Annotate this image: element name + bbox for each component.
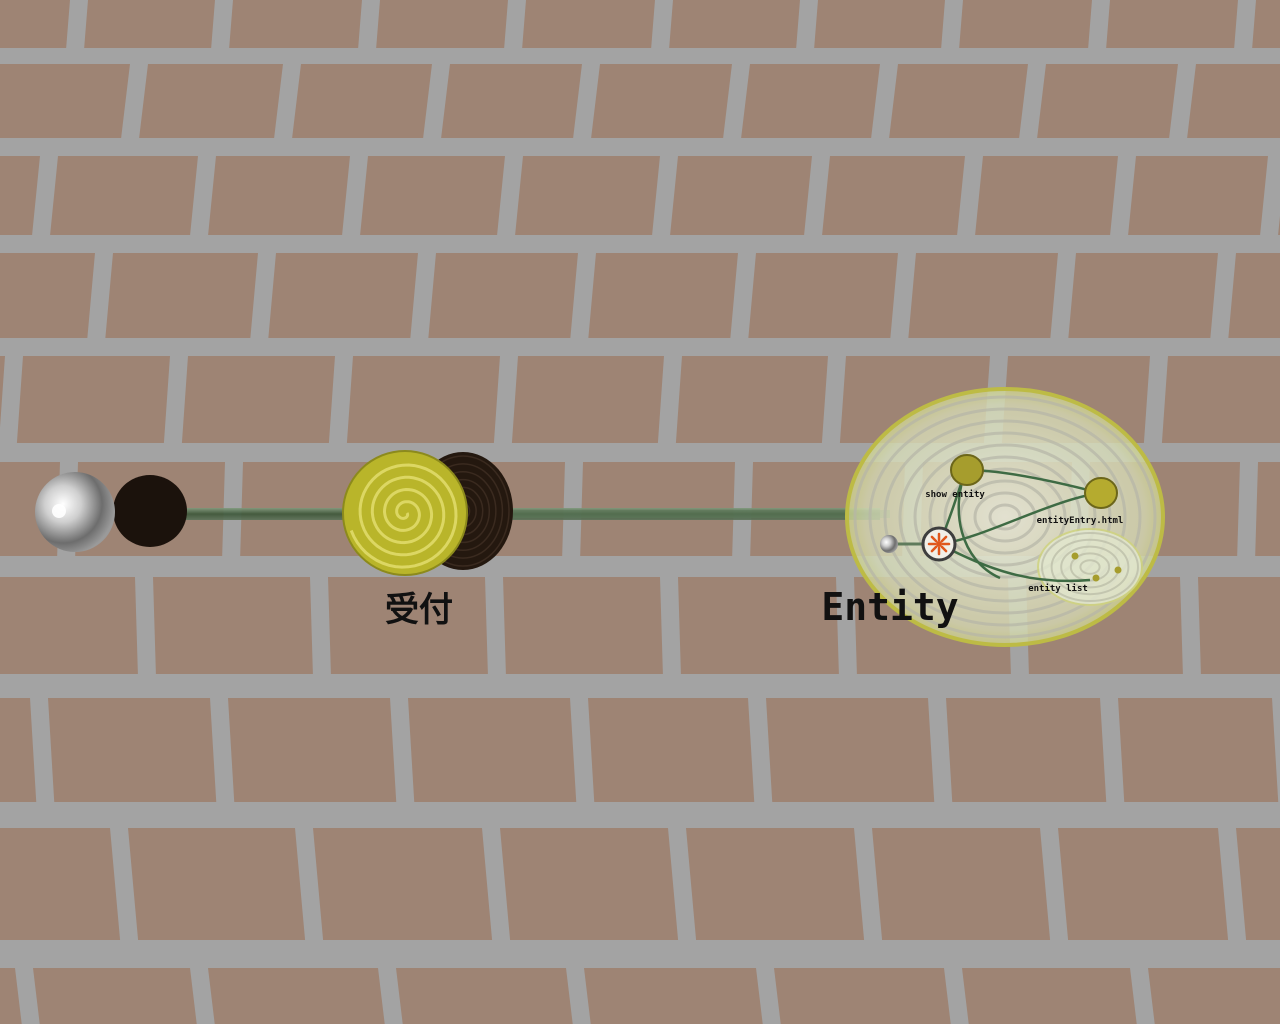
mortar-joint xyxy=(1180,577,1201,674)
entity-list-label: entity list xyxy=(1028,583,1088,594)
mortar-joint xyxy=(135,577,156,674)
mortar-joint xyxy=(310,577,331,674)
mortar-joint xyxy=(485,577,506,674)
show-entity-node[interactable] xyxy=(951,455,983,485)
reception-node-label: 受付 xyxy=(385,590,453,630)
mortar-joint xyxy=(1234,0,1256,48)
mortar-band xyxy=(0,940,1280,968)
connector-rod-glass xyxy=(470,510,890,518)
mortar-band xyxy=(0,338,1280,356)
entity-entry-node[interactable] xyxy=(1085,478,1117,508)
mortar-band xyxy=(0,48,1280,64)
entity-entry-label: entityEntry.html xyxy=(1037,515,1124,526)
mortar-joint xyxy=(941,0,963,48)
entity-node-label: Entity xyxy=(821,585,958,629)
entity-entry-sphere[interactable] xyxy=(880,535,898,553)
mortar-joint xyxy=(796,0,818,48)
root-node-sphere[interactable] xyxy=(35,472,115,552)
entity-hub-center xyxy=(936,541,942,547)
mortar-joint xyxy=(504,0,526,48)
entity-list-point-2 xyxy=(1093,575,1100,582)
mortar-joint xyxy=(1088,0,1110,48)
entity-list-point-1 xyxy=(1072,553,1079,560)
mortar-band xyxy=(0,674,1280,698)
mortar-joint xyxy=(66,0,88,48)
mortar-band xyxy=(0,138,1280,156)
mortar-joint xyxy=(1237,462,1258,556)
entity-list-point-3 xyxy=(1115,567,1122,574)
mortar-band xyxy=(0,235,1280,253)
mortar-joint xyxy=(358,0,380,48)
show-entity-label: show entity xyxy=(925,489,985,500)
reception-node[interactable] xyxy=(343,451,513,575)
mortar-band xyxy=(0,802,1280,828)
sphere-highlight xyxy=(52,504,66,518)
mortar-joint xyxy=(651,0,673,48)
mortar-joint xyxy=(211,0,233,48)
root-node-shadow xyxy=(113,475,187,547)
mortar-joint xyxy=(660,577,681,674)
